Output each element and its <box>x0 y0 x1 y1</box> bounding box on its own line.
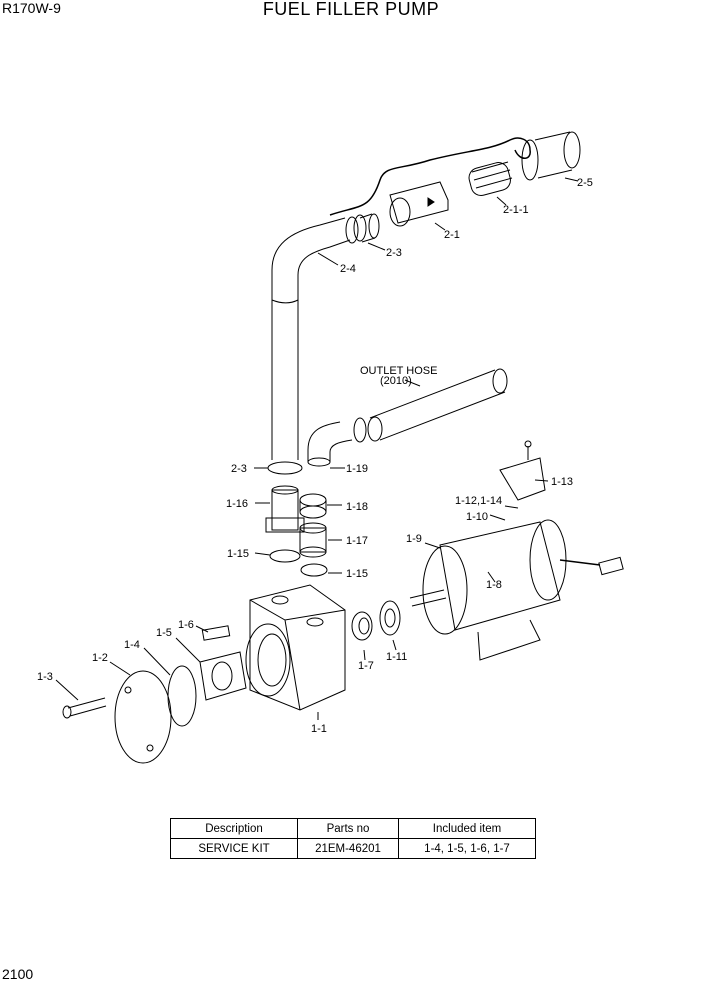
table-header-row: Description Parts no Included item <box>170 818 536 839</box>
model-code: R170W-9 <box>2 0 61 16</box>
callout-2-5: 2-5 <box>577 177 593 189</box>
table-cell: 21EM-46201 <box>297 838 399 859</box>
pump-body <box>249 584 346 711</box>
callout-2-4: 2-4 <box>340 263 356 275</box>
table-row: SERVICE KIT 21EM-46201 1-4, 1-5, 1-6, 1-… <box>170 838 536 859</box>
strainer <box>468 162 511 196</box>
callout-1-9: 1-9 <box>406 533 422 545</box>
callout-1-3: 1-3 <box>37 671 53 683</box>
service-kit-table: Description Parts no Included item SERVI… <box>170 818 536 859</box>
callout-2-3-lower: 2-3 <box>231 463 247 475</box>
vane <box>201 625 231 641</box>
column-header: Included item <box>398 818 536 839</box>
table-cell: SERVICE KIT <box>170 838 298 859</box>
cover-plate <box>114 670 172 764</box>
outlet-hose <box>369 369 506 441</box>
adapter-fitting <box>271 489 299 531</box>
callout-1-4: 1-4 <box>124 639 140 651</box>
o-ring-left <box>269 549 301 563</box>
table-cell: 1-4, 1-5, 1-6, 1-7 <box>398 838 536 859</box>
electric-motor <box>439 521 561 631</box>
callout-1-6: 1-6 <box>178 619 194 631</box>
callout-2-3-upper: 2-3 <box>386 247 402 259</box>
check-valve <box>389 181 449 224</box>
column-header: Parts no <box>297 818 399 839</box>
callout-1-11: 1-11 <box>386 651 407 663</box>
o-ring-cover <box>167 665 197 727</box>
callout-1-2: 1-2 <box>92 652 108 664</box>
o-ring-right <box>300 563 328 577</box>
mounting-bracket <box>499 457 546 501</box>
hose-clamp-lower <box>267 461 303 475</box>
callout-1-7: 1-7 <box>358 660 374 672</box>
bolt <box>67 697 107 717</box>
page-title: FUEL FILLER PUMP <box>262 0 440 19</box>
callout-outlet-hose-code: (2010) <box>380 375 412 387</box>
callout-1-15-right: 1-15 <box>346 568 368 580</box>
inlet-pipe <box>271 217 351 460</box>
callout-1-16: 1-16 <box>226 498 248 510</box>
nut-fitting <box>299 493 327 507</box>
callout-1-8: 1-8 <box>486 579 502 591</box>
seal-bushing <box>351 611 373 641</box>
page-number: 2100 <box>2 966 34 982</box>
callout-1-12-1-14: 1-12,1-14 <box>455 495 502 507</box>
callout-2-1-1: 2-1-1 <box>503 204 529 216</box>
elbow-fitting <box>307 421 353 462</box>
inlet-flange <box>521 139 539 181</box>
callout-1-19: 1-19 <box>346 463 368 475</box>
callout-outlet-hose: OUTLET HOSE <box>360 365 437 377</box>
callout-1-1: 1-1 <box>311 723 327 735</box>
ball-bearing <box>379 600 401 636</box>
hose-clamp-upper <box>345 216 359 244</box>
column-header: Description <box>170 818 298 839</box>
callout-1-10: 1-10 <box>466 511 488 523</box>
callout-1-5: 1-5 <box>156 627 172 639</box>
callout-1-15-left: 1-15 <box>227 548 249 560</box>
wire-loop <box>329 137 531 216</box>
motor-plug <box>598 556 624 576</box>
rotor <box>199 651 247 701</box>
callout-1-18: 1-18 <box>346 501 368 513</box>
callout-1-17: 1-17 <box>346 535 368 547</box>
callout-2-1: 2-1 <box>444 229 460 241</box>
callout-1-13: 1-13 <box>551 476 573 488</box>
